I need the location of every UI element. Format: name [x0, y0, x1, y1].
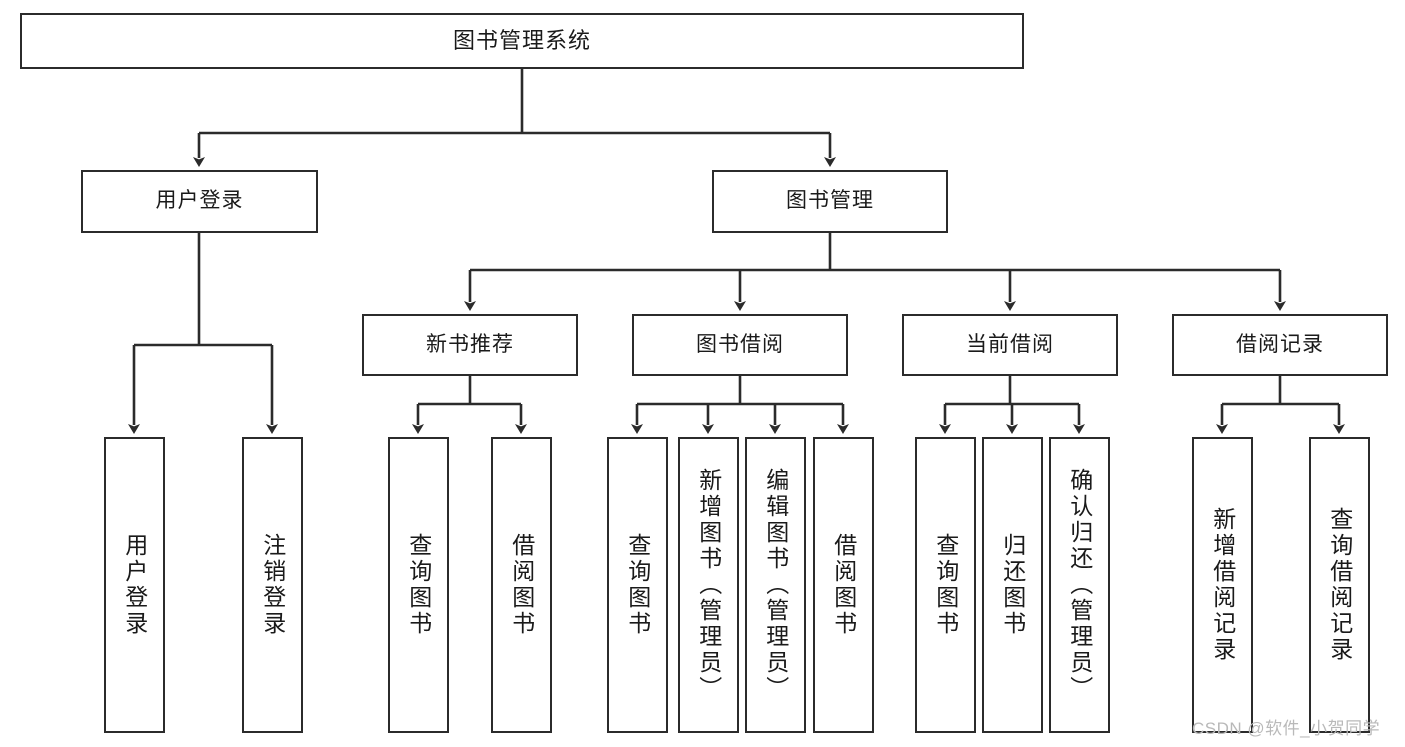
node-label: 新增借阅记录: [1209, 507, 1236, 663]
node-label: 图书管理系统: [452, 28, 591, 54]
node-label: 借阅记录: [1236, 332, 1324, 356]
node-label: 查询借阅记录: [1326, 507, 1353, 663]
node-label: 查询图书: [624, 533, 651, 637]
node-label: 注销登录: [259, 533, 286, 637]
node-label: 编辑图书（管理员）: [762, 468, 789, 702]
leaf-user-login-login[interactable]: 用户登录: [104, 437, 165, 733]
node-label: 用户登录: [155, 189, 244, 213]
node-label: 图书借阅: [696, 332, 784, 356]
node-label: 图书管理: [786, 189, 874, 213]
node-label: 新书推荐: [426, 332, 514, 356]
leaf-borrow-edit-book-admin[interactable]: 编辑图书（管理员）: [745, 437, 806, 733]
leaf-record-add-record[interactable]: 新增借阅记录: [1192, 437, 1253, 733]
node-new-book-recommend[interactable]: 新书推荐: [362, 314, 578, 376]
leaf-new-book-borrow-book[interactable]: 借阅图书: [491, 437, 552, 733]
leaf-borrow-lend-book[interactable]: 借阅图书: [813, 437, 874, 733]
leaf-record-query-record[interactable]: 查询借阅记录: [1309, 437, 1370, 733]
leaf-current-return-book[interactable]: 归还图书: [982, 437, 1043, 733]
node-label: 新增图书（管理员）: [695, 468, 722, 702]
node-label: 确认归还（管理员）: [1066, 468, 1093, 702]
leaf-current-query-book[interactable]: 查询图书: [915, 437, 976, 733]
node-root-system[interactable]: 图书管理系统: [20, 13, 1024, 69]
node-current-borrow[interactable]: 当前借阅: [902, 314, 1118, 376]
node-borrow-record[interactable]: 借阅记录: [1172, 314, 1388, 376]
node-label: 查询图书: [405, 533, 432, 637]
node-label: 借阅图书: [508, 533, 535, 637]
leaf-current-confirm-return-admin[interactable]: 确认归还（管理员）: [1049, 437, 1110, 733]
leaf-new-book-query-book[interactable]: 查询图书: [388, 437, 449, 733]
leaf-borrow-query-book[interactable]: 查询图书: [607, 437, 668, 733]
node-label: 当前借阅: [966, 332, 1054, 356]
node-label: 用户登录: [121, 533, 148, 637]
node-book-management[interactable]: 图书管理: [712, 170, 948, 233]
node-book-borrow[interactable]: 图书借阅: [632, 314, 848, 376]
leaf-borrow-add-book-admin[interactable]: 新增图书（管理员）: [678, 437, 739, 733]
node-label: 查询图书: [932, 533, 959, 637]
node-user-login[interactable]: 用户登录: [81, 170, 318, 233]
node-label: 归还图书: [999, 533, 1026, 637]
leaf-user-login-logout[interactable]: 注销登录: [242, 437, 303, 733]
node-label: 借阅图书: [830, 533, 857, 637]
